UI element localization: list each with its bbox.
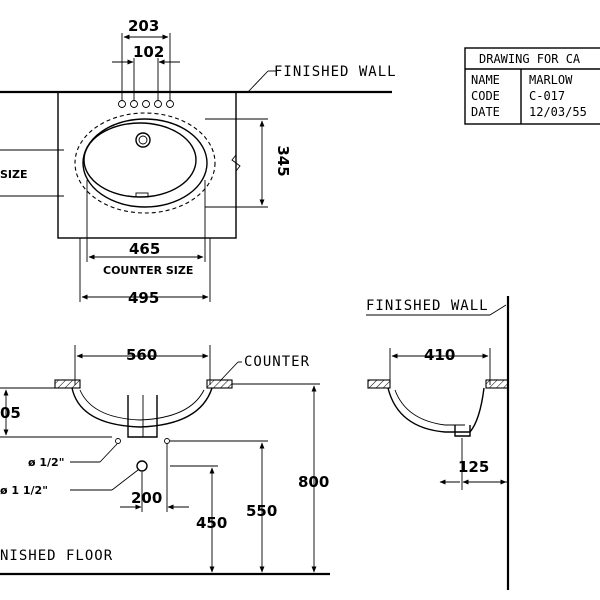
plan-view: FINISHED WALL 203 102 [0, 17, 397, 307]
tap-holes [118, 100, 174, 108]
title-row-date-value: 12/03/55 [529, 105, 587, 119]
title-row-date-key: DATE [471, 105, 500, 119]
dim-125: 125 [458, 458, 489, 476]
finished-wall-label-top: FINISHED WALL [274, 64, 397, 80]
counter-slab-left [54, 379, 81, 389]
supply-pipe-left [115, 438, 121, 444]
counter-label: COUNTER [244, 354, 310, 370]
dim-05: 05 [0, 404, 21, 422]
drain-stem [127, 395, 158, 438]
waste-pipe [136, 460, 148, 472]
finished-floor-label: NISHED FLOOR [0, 548, 113, 564]
overflow-slot [135, 192, 149, 198]
size-label-left: SIZE [0, 168, 28, 181]
basin-rim [82, 118, 208, 208]
dim-102: 102 [133, 43, 164, 61]
dim-200: 200 [131, 489, 162, 507]
dim-465: 465 [129, 240, 160, 258]
counter-outline-plan [57, 91, 237, 239]
supply-pipe-right [164, 438, 170, 444]
front-elevation: 560 COUNTER 05 ø 1/2" ø 1 1/2" 200 450 [0, 345, 330, 576]
dim-550: 550 [246, 502, 277, 520]
pipe-large-label: ø 1 1/2" [0, 484, 48, 497]
basin-front-body [71, 387, 213, 428]
side-drain [454, 425, 471, 437]
dim-495: 495 [128, 289, 159, 307]
dim-560: 560 [126, 346, 157, 364]
pipe-small-label: ø 1/2" [28, 456, 64, 469]
dim-203: 203 [128, 17, 159, 35]
title-block: DRAWING FOR CA NAME MARLOW CODE C-017 DA… [464, 47, 600, 125]
title-row-name-value: MARLOW [529, 73, 573, 87]
counter-slab-right [206, 379, 233, 389]
counter-size-label: COUNTER SIZE [103, 264, 193, 277]
title-block-header: DRAWING FOR CA [479, 52, 581, 66]
dim-450: 450 [196, 514, 227, 532]
counter-cutout [74, 112, 216, 214]
title-row-code-value: C-017 [529, 89, 565, 103]
dim-800: 800 [298, 473, 329, 491]
side-elevation: FINISHED WALL 410 125 [366, 296, 510, 590]
title-row-name-key: NAME [471, 73, 500, 87]
basin-side-body [387, 387, 485, 433]
finished-wall-label-side: FINISHED WALL [366, 298, 489, 314]
dim-410: 410 [424, 346, 455, 364]
dim-345: 345 [274, 145, 292, 176]
counter-slab-side-left [367, 379, 391, 389]
finished-wall-leader-top [247, 70, 269, 93]
title-row-code-key: CODE [471, 89, 500, 103]
counter-slab-side-right [485, 379, 509, 389]
drain-icon [135, 132, 151, 148]
